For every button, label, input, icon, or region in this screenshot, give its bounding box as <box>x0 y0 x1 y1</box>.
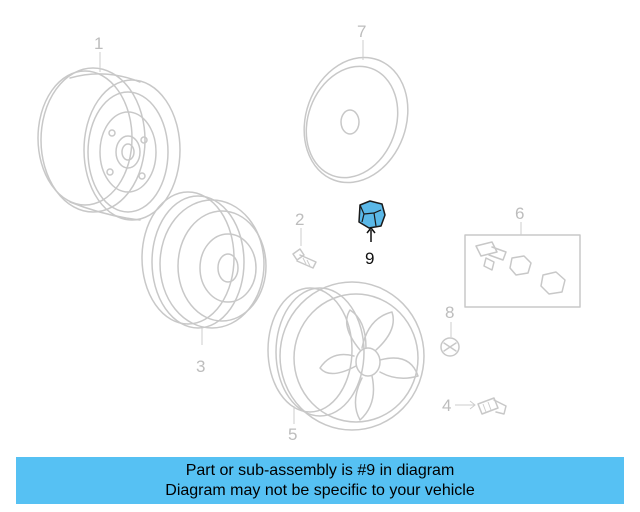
leader-arrow-4 <box>469 400 476 410</box>
callout-1: 1 <box>94 34 103 53</box>
info-banner: Part or sub-assembly is #9 in diagram Di… <box>16 457 624 504</box>
callout-5: 5 <box>288 425 297 444</box>
part-4-valve-stem[interactable] <box>477 397 507 415</box>
callout-2: 2 <box>295 210 304 229</box>
parts-diagram: 1 7 3 2 9 <box>37 22 581 444</box>
callout-8: 8 <box>445 303 454 322</box>
part-6-lock-set[interactable] <box>464 234 581 308</box>
leader-arrow-9 <box>366 226 376 234</box>
banner-line-disclaimer: Diagram may not be specific to your vehi… <box>165 482 475 499</box>
callout-9: 9 <box>365 249 374 268</box>
part-5-alloy-wheel[interactable] <box>267 281 425 431</box>
callout-3: 3 <box>196 357 205 376</box>
callout-4: 4 <box>442 396 451 415</box>
callout-7: 7 <box>357 22 366 41</box>
part-9-wheel-nut[interactable] <box>358 200 386 229</box>
banner-line-part: Part or sub-assembly is #9 in diagram <box>185 462 455 479</box>
part-1-steel-wheel[interactable] <box>37 67 181 221</box>
callout-6: 6 <box>515 204 524 223</box>
part-2-lug-bolt[interactable] <box>292 248 317 269</box>
part-3-spare-wheel[interactable] <box>141 191 267 329</box>
part-8-center-cap[interactable] <box>440 337 460 357</box>
part-7-wheel-cover[interactable] <box>287 43 425 197</box>
